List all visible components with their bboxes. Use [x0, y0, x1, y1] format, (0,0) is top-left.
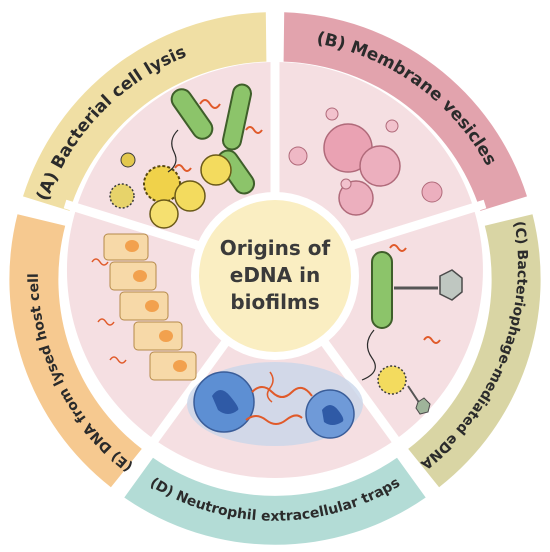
coccus-bacterium-icon [149, 199, 179, 229]
band-dna-from-lysed-host-cell [9, 214, 142, 488]
rod-bacterium-icon [170, 88, 214, 140]
host-nucleus-icon [173, 360, 187, 372]
illustration-lysed-host-cells [91, 233, 197, 381]
band-membrane-vesicles [283, 12, 527, 211]
band-bacterial-cell-lysis [23, 12, 267, 211]
phage-tail-icon [407, 385, 421, 405]
edna-strand-icon [245, 126, 263, 134]
divider-right [348, 199, 487, 251]
vesicle-icon [340, 178, 352, 190]
divider-left [63, 199, 202, 251]
illustration-bacterial-cell-lysis [109, 83, 263, 229]
coccus-bacterium-icon [174, 180, 206, 212]
coccus-bacterium-icon [377, 365, 407, 395]
host-nucleus-icon [159, 330, 173, 342]
edna-strand-icon [109, 356, 127, 364]
rod-bacterium-icon [371, 251, 393, 329]
vesicle-icon [359, 145, 401, 187]
lysed-cell-icon [120, 152, 136, 168]
band-neutrophil-extracellular-traps [124, 457, 426, 545]
illustration-bacteriophage [361, 244, 463, 415]
outer-ring [9, 12, 541, 545]
edna-strand-icon [423, 336, 441, 344]
flagellum-icon [361, 329, 376, 381]
host-cell-icon [133, 321, 183, 351]
radial-dividers [63, 55, 487, 456]
center-title-line-1: Origins of [220, 236, 331, 260]
lysed-cell-icon [109, 183, 135, 209]
illustration-neutrophil-traps [187, 362, 363, 446]
center-title-line-2: eDNA in [230, 263, 320, 287]
illustration-membrane-vesicles [288, 107, 443, 216]
host-nucleus-icon [145, 300, 159, 312]
phage-head-icon [415, 397, 431, 415]
coccus-bacterium-icon [200, 154, 232, 186]
phage-head-icon [439, 269, 463, 301]
edna-strand-icon [91, 258, 109, 266]
edna-strand-icon [97, 318, 115, 326]
host-nucleus-icon [133, 270, 147, 282]
center-title-line-3: biofilms [230, 290, 319, 314]
edna-strand-icon [199, 99, 221, 109]
edna-strand-icon [266, 371, 274, 403]
edna-strand-icon [174, 164, 192, 172]
center-circle [199, 200, 351, 352]
host-cell-icon [119, 291, 169, 321]
vesicle-icon [338, 180, 374, 216]
host-nucleus-icon [125, 240, 139, 252]
divider-lower-right [318, 336, 409, 456]
divider-lower-left [141, 336, 232, 456]
neutrophil-nucleus-icon [322, 405, 344, 425]
neutrophil-nucleus-icon [212, 390, 239, 414]
center-title: Origins of eDNA in biofilms [220, 236, 331, 314]
edna-strand-icon [245, 414, 303, 425]
vesicle-icon [421, 181, 443, 203]
edna-strand-icon [389, 244, 407, 252]
flagellum-icon [167, 129, 179, 173]
vesicle-icon [385, 119, 399, 133]
rod-bacterium-icon [222, 83, 252, 151]
edna-strand-icon [251, 386, 313, 398]
vesicle-icon [325, 107, 339, 121]
vesicle-icon [288, 146, 308, 166]
band-bacteriophage-mediated-edna [408, 214, 541, 488]
